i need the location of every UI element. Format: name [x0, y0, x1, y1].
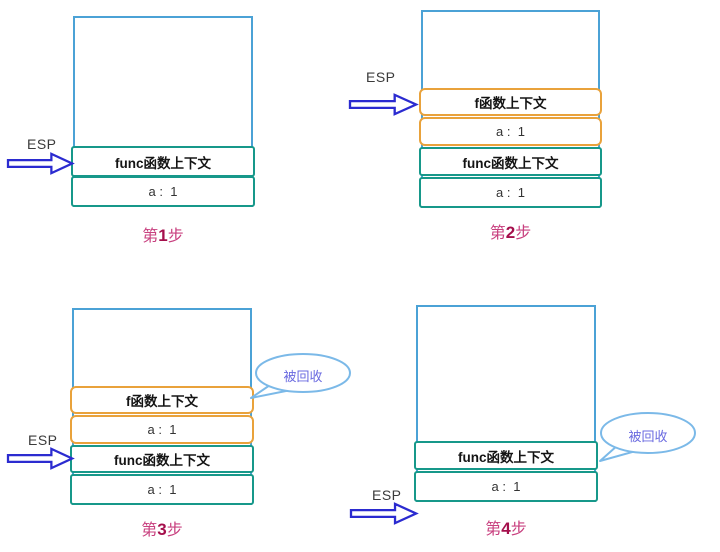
stack-frame-variable-a: a : 1 — [70, 415, 254, 444]
stack-frame-f-context: f函数上下文 — [70, 386, 254, 414]
esp-label: ESP — [27, 136, 57, 152]
esp-arrow-icon — [6, 447, 75, 470]
stack-frame-f-context: f函数上下文 — [419, 88, 602, 116]
step-4-caption: 第4步 — [416, 515, 596, 539]
stack-frame-func-context: func函数上下文 — [71, 146, 255, 177]
stack-frame-variable-a: a : 1 — [70, 474, 254, 505]
esp-arrow-icon — [6, 152, 75, 175]
recycled-bubble-label: 被回收 — [628, 429, 668, 444]
speech-bubble — [599, 412, 696, 462]
esp-arrow-icon — [349, 502, 419, 525]
caption-suffix: 步 — [167, 228, 184, 245]
stack-frame-func-context: func函数上下文 — [419, 147, 602, 176]
caption-number: 1 — [158, 226, 168, 245]
recycled-bubble-label: 被回收 — [283, 369, 323, 384]
caption-number: 2 — [505, 223, 516, 242]
caption-prefix: 第 — [485, 521, 502, 538]
stack-frame-func-context: func函数上下文 — [414, 441, 598, 470]
caption-number: 4 — [501, 519, 511, 538]
esp-label: ESP — [366, 69, 396, 85]
step-2-caption: 第2步 — [421, 219, 600, 243]
caption-prefix: 第 — [142, 228, 159, 245]
esp-label: ESP — [372, 487, 402, 503]
speech-bubble — [250, 353, 351, 399]
stack-frame-variable-a: a : 1 — [71, 176, 255, 207]
caption-prefix: 第 — [489, 225, 506, 242]
stack-frame-func-context: func函数上下文 — [70, 445, 254, 473]
esp-label: ESP — [28, 432, 58, 448]
caption-suffix: 步 — [515, 225, 532, 242]
stack-frame-variable-a: a : 1 — [419, 117, 602, 146]
esp-arrow-icon — [348, 93, 419, 116]
caption-suffix: 步 — [166, 522, 183, 539]
caption-number: 3 — [157, 520, 167, 539]
caption-suffix: 步 — [510, 521, 527, 538]
step-1-caption: 第1步 — [73, 222, 253, 246]
caption-prefix: 第 — [141, 522, 158, 539]
stack-frame-variable-a: a : 1 — [414, 471, 598, 502]
stack-frame-variable-a: a : 1 — [419, 177, 602, 208]
step-3-caption: 第3步 — [72, 516, 252, 540]
